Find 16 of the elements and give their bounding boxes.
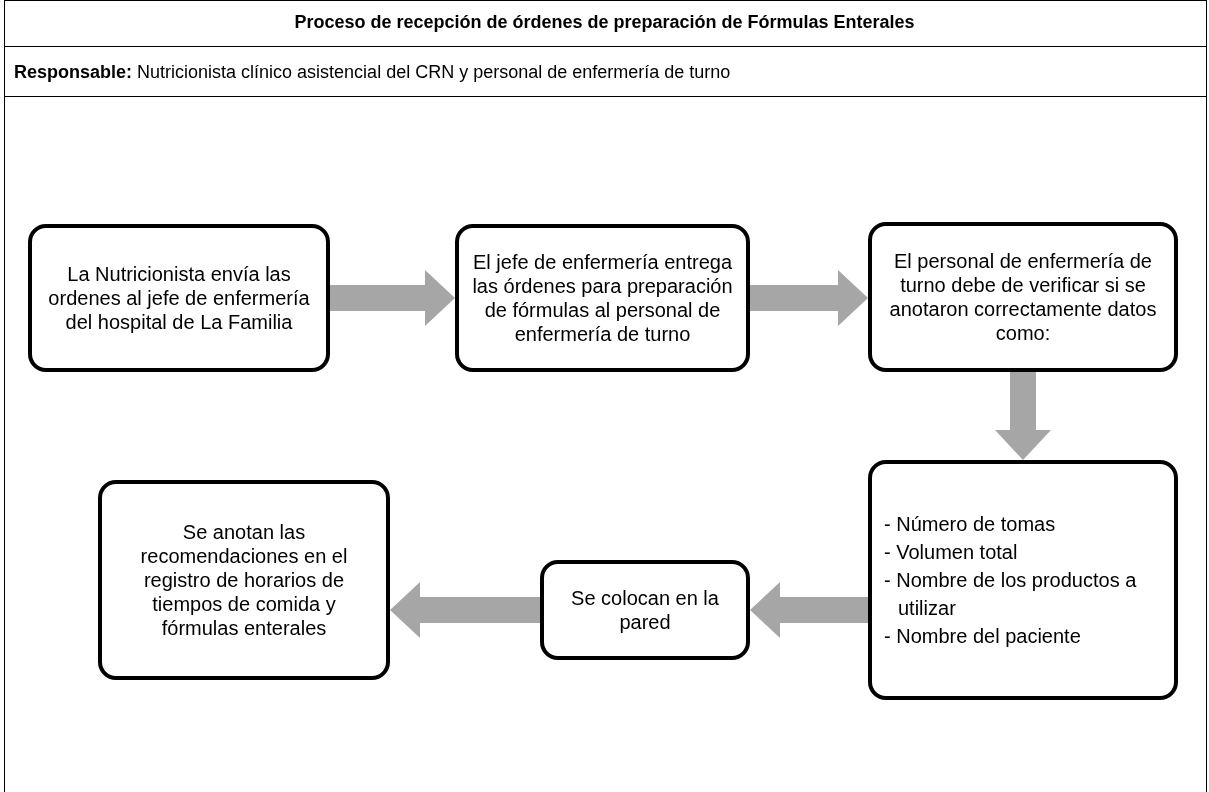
list-item: - Nombre del paciente (884, 624, 1081, 649)
block-arrow (330, 270, 455, 326)
list-item: - Volumen total (884, 540, 1018, 565)
process-box: Se colocan en la pared (540, 560, 750, 660)
list-item: - Número de tomas (884, 512, 1056, 537)
block-arrow (995, 372, 1051, 460)
list-item: - Nombre de los productos a utilizar (884, 568, 1138, 621)
diagram-title: Proceso de recepción de órdenes de preparación de Fórmulas Enterales (293, 12, 916, 33)
process-box: Se anotan las recomendaciones en el registro de horarios de tiempos de comida y fórmulas enterales (98, 480, 390, 680)
block-arrow (750, 582, 868, 638)
responsible-note: Responsable: Nutricionista clínico asistencial del CRN y personal de enfermería de turno (14, 62, 731, 83)
process-box: La Nutricionista envía las ordenes al jefe de enfermería del hospital de La Familia (28, 224, 330, 372)
process-box (868, 460, 1178, 700)
block-arrow (390, 582, 540, 638)
process-box: El personal de enfermería de turno debe de verificar si se anotaron correctamente datos como: (868, 222, 1178, 372)
process-box: El jefe de enfermería entrega las órdenes para preparación de fórmulas al personal de enfermería de turno (455, 224, 750, 372)
